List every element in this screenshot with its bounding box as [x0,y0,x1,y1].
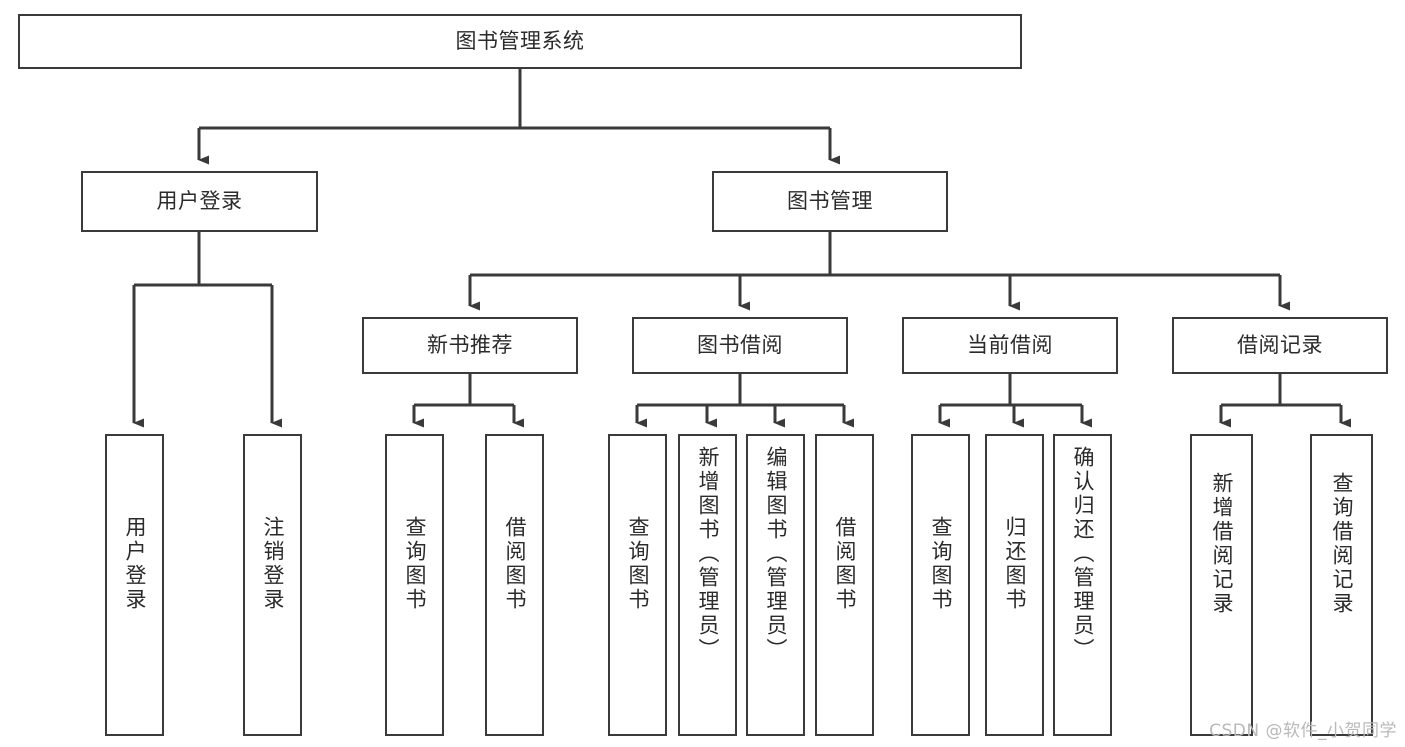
leaf-query-book-1[interactable]: 查询图书 [385,434,444,736]
leaf-add-book-admin-label: 新增图书（管理员） [696,446,720,662]
leaf-user-logout[interactable]: 注销登录 [243,434,302,736]
leaf-add-borrow-record[interactable]: 新增借阅记录 [1190,434,1253,736]
leaf-confirm-return-admin[interactable]: 确认归还（管理员） [1053,434,1112,736]
leaf-user-login-label: 用户登录 [123,516,147,612]
node-current-borrow[interactable]: 当前借阅 [902,317,1118,374]
watermark-text: CSDN @软件_小贺同学 [1209,721,1397,741]
leaf-borrow-book-2-label: 借阅图书 [833,516,857,612]
node-book-borrow[interactable]: 图书借阅 [632,317,848,374]
leaf-return-book-label: 归还图书 [1003,516,1027,612]
node-book-manage-label: 图书管理 [787,189,873,214]
node-borrow-record[interactable]: 借阅记录 [1172,317,1388,374]
leaf-return-book[interactable]: 归还图书 [985,434,1044,736]
leaf-add-borrow-record-label: 新增借阅记录 [1210,472,1234,616]
node-new-book-recommend[interactable]: 新书推荐 [362,317,578,374]
leaf-query-book-2[interactable]: 查询图书 [608,434,667,736]
leaf-query-book-1-label: 查询图书 [403,516,427,612]
node-current-borrow-label: 当前借阅 [967,333,1053,358]
node-root[interactable]: 图书管理系统 [18,14,1022,69]
node-new-book-recommend-label: 新书推荐 [427,333,513,358]
leaf-user-logout-label: 注销登录 [261,516,285,612]
node-borrow-record-label: 借阅记录 [1237,333,1323,358]
leaf-borrow-book-1[interactable]: 借阅图书 [485,434,544,736]
leaf-borrow-book-1-label: 借阅图书 [503,516,527,612]
leaf-query-book-3-label: 查询图书 [929,516,953,612]
node-user-login-label: 用户登录 [156,189,243,214]
leaf-edit-book-admin-label: 编辑图书（管理员） [764,446,788,662]
leaf-borrow-book-2[interactable]: 借阅图书 [815,434,874,736]
node-book-borrow-label: 图书借阅 [697,333,783,358]
node-root-label: 图书管理系统 [455,29,585,54]
leaf-query-borrow-record-label: 查询借阅记录 [1330,472,1354,616]
node-user-login[interactable]: 用户登录 [81,171,318,232]
leaf-confirm-return-admin-label: 确认归还（管理员） [1071,446,1095,662]
leaf-query-borrow-record[interactable]: 查询借阅记录 [1310,434,1373,736]
leaf-user-login[interactable]: 用户登录 [105,434,164,736]
leaf-query-book-3[interactable]: 查询图书 [911,434,970,736]
leaf-query-book-2-label: 查询图书 [626,516,650,612]
leaf-edit-book-admin[interactable]: 编辑图书（管理员） [746,434,805,736]
node-book-manage[interactable]: 图书管理 [712,171,948,232]
leaf-add-book-admin[interactable]: 新增图书（管理员） [678,434,737,736]
